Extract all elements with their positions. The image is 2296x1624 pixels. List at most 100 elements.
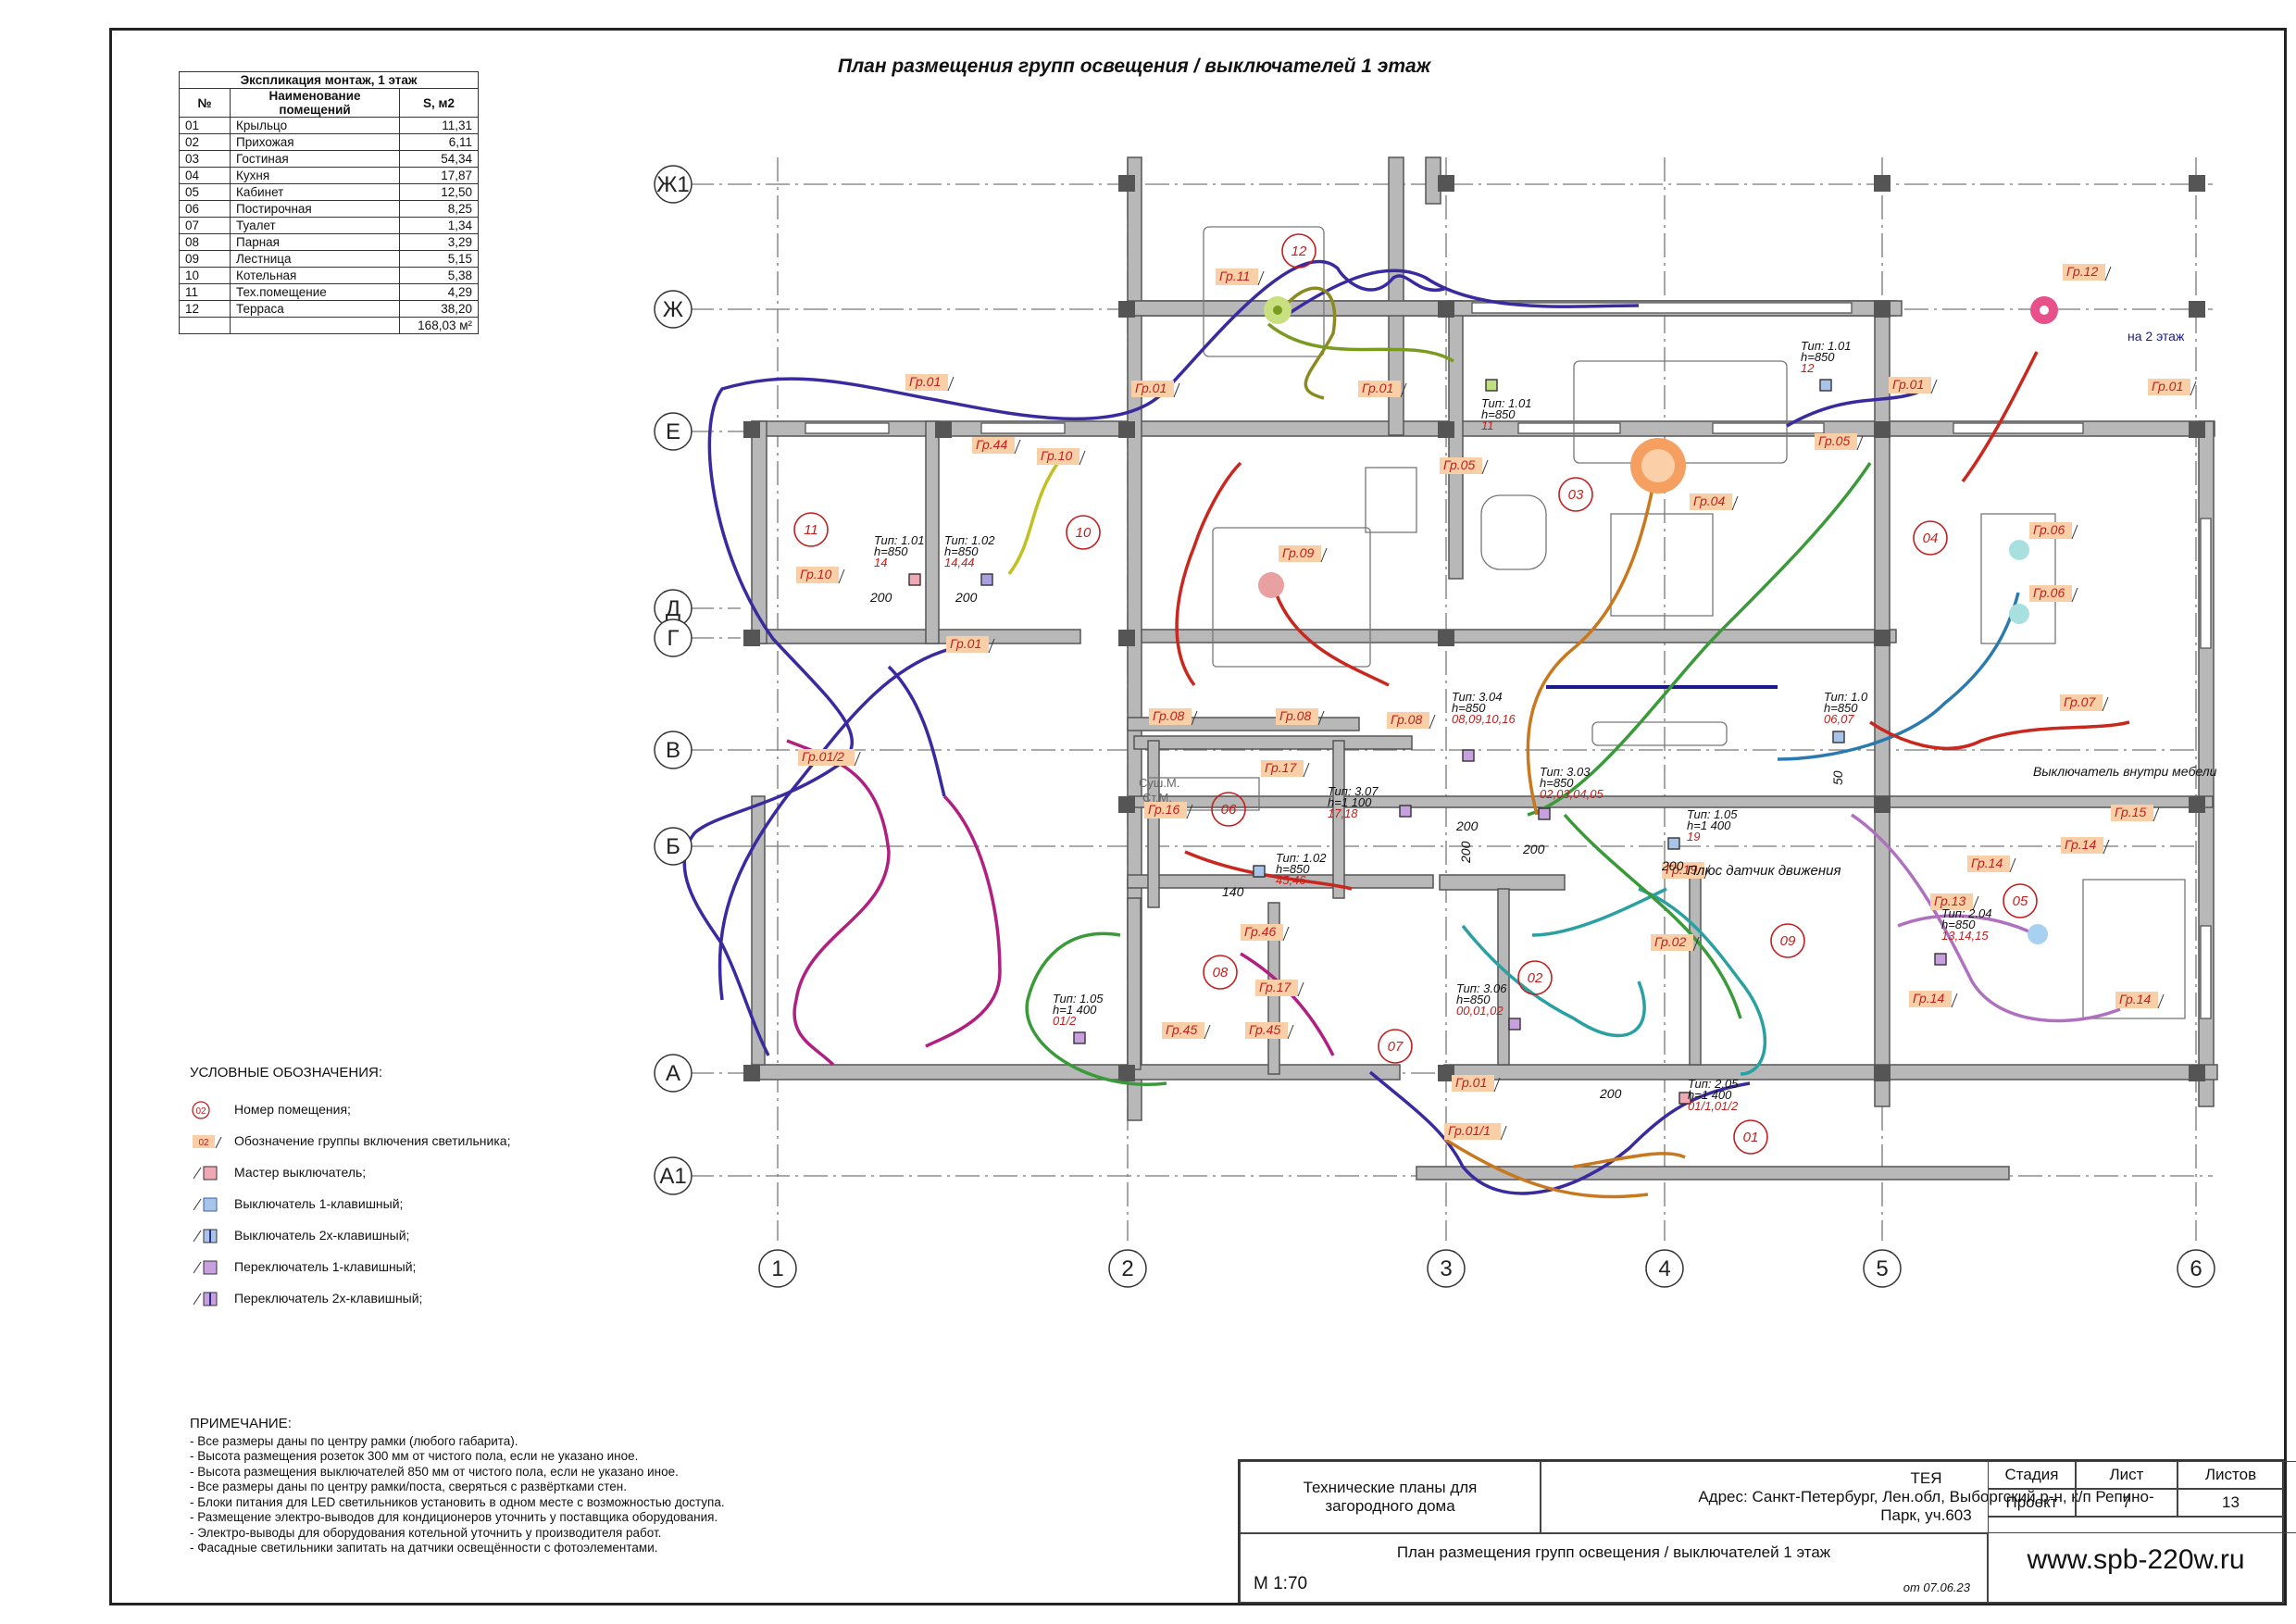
group-label-bg [1909, 991, 1952, 1007]
legend-group: 02 Обозначение группы включения светильн… [190, 1125, 510, 1156]
explication-area: 17,87 [399, 167, 479, 184]
switch-gr: 08,09,10,16 [1452, 712, 1516, 726]
group-label: Гр.44 [976, 437, 1007, 452]
switch-gr: 01/1,01/2 [1688, 1099, 1739, 1113]
switch-gr: 11 [1481, 418, 1494, 432]
svg-text:02: 02 [198, 1138, 209, 1148]
note-line: - Электро-выводы для оборудования котель… [190, 1525, 662, 1540]
axis-row-label: А1 [659, 1164, 686, 1189]
legend-switch-1: Выключатель 1-клавишный; [190, 1188, 510, 1219]
switch-h: h=850 [1824, 701, 1858, 715]
group-label: Гр.19 [1666, 862, 1697, 877]
room-markers [793, 233, 2038, 1155]
group-label-bg [1279, 545, 1321, 562]
group-label-leader [1320, 547, 1328, 563]
group-label: Гр.02 [1654, 934, 1686, 949]
group-label-bg [2063, 264, 2105, 281]
toggle-1key-icon [193, 1260, 218, 1275]
switch-h: h=850 [1481, 407, 1516, 421]
group-label-bg [946, 636, 989, 653]
switch-2key-icon [193, 1229, 218, 1243]
note-line: - Высота размещения выключателей 850 мм … [190, 1464, 679, 1479]
tb-sheet: 7 [2076, 1489, 2177, 1517]
group-label-bg [1889, 377, 1931, 394]
group-label-leader [1173, 382, 1180, 398]
group-label-leader [1014, 439, 1021, 455]
walls [751, 156, 2218, 1181]
group-label-bg [2111, 805, 2153, 821]
group-label: Гр.01 [1362, 381, 1393, 395]
axis-col-marker [1863, 1249, 1902, 1288]
dimension-label: 200 [1458, 841, 1473, 864]
tb-website: www.spb-220w.ru [1988, 1517, 2284, 1603]
dimension-label: 200 [1599, 1086, 1622, 1101]
group-label-leader [2104, 266, 2112, 281]
group-label: Гр.01 [950, 636, 981, 651]
room-number: 06 [1221, 802, 1237, 818]
group-label: Гр.14 [1971, 856, 2003, 870]
group-label: Гр.04 [1693, 493, 1725, 508]
switch-gr: 02,03,04,05 [1540, 787, 1603, 801]
legend-master-switch: Мастер выключатель; [190, 1156, 510, 1188]
inside-furniture-note: Выключатель внутри мебели [2033, 764, 2217, 779]
sheet-frame [109, 28, 2287, 1605]
note-line: - Блоки питания для LED светильников уст… [190, 1494, 725, 1509]
explication-name: Терраса [230, 300, 400, 318]
switch-type: Тип: 1.01 [1481, 396, 1531, 410]
group-label: Гр.01 [1455, 1075, 1487, 1090]
legend-text: Обозначение группы включения светильника… [234, 1133, 511, 1148]
group-label-leader [1692, 936, 1700, 952]
switch-h: h=1 400 [1053, 1003, 1097, 1017]
tb-date: от 07.06.23 [1903, 1580, 1970, 1594]
axis-row-label: Б [666, 834, 680, 859]
switch-h: h=850 [1801, 350, 1835, 364]
axis-row-label: А [666, 1061, 680, 1086]
group-label-bg [1276, 708, 1318, 725]
switch-type: Тип: 1.05 [1687, 807, 1738, 821]
switch-type: Тип: 1.0 [1824, 690, 1868, 704]
room-number: 03 [1568, 487, 1584, 503]
axis-col-label: 6 [2190, 1256, 2202, 1281]
switch-type: Тип: 1.02 [944, 533, 995, 547]
group-label: Гр.01 [2152, 379, 2183, 394]
group-label-bg [972, 437, 1015, 454]
group-label: Гр.45 [1166, 1022, 1197, 1037]
group-label-bg [2148, 379, 2190, 395]
group-label-leader [1303, 762, 1310, 778]
switch-h: h=850 [874, 544, 908, 558]
room-number: 10 [1076, 525, 1092, 541]
upstairs-note: на 2 этаж [2128, 329, 2185, 344]
legend-toggle-1: Переключатель 1-клавишный; [190, 1251, 510, 1282]
switch-h: h=850 [1452, 701, 1486, 715]
group-label-leader [854, 751, 861, 767]
group-label-bg [1452, 1075, 1494, 1092]
room-number: 01 [1743, 1130, 1759, 1145]
group-label-leader [2071, 587, 2078, 603]
legend-room-number: 02 Номер помещения; [190, 1093, 510, 1125]
tb-scale: М 1:70 [1254, 1574, 1308, 1593]
group-label-leader [1204, 1024, 1211, 1040]
axis-col-label: 5 [1876, 1256, 1888, 1281]
group-label-leader [1972, 895, 1979, 911]
group-label: Гр.15 [2115, 805, 2146, 819]
group-label-bg [1255, 980, 1298, 996]
switch-type: Тип: 1.01 [874, 533, 924, 547]
group-label-leader [1287, 1024, 1294, 1040]
switch-h: h=1 400 [1688, 1088, 1732, 1102]
axis-row-marker [654, 290, 693, 329]
room-number: 09 [1780, 933, 1796, 949]
group-label-leader [1317, 710, 1325, 726]
note-line: - Размещение электро-выводов для кондици… [190, 1510, 718, 1524]
washer-label: Ст.М. [1142, 791, 1172, 805]
master-switch-icon [193, 1166, 218, 1181]
note-line: - Все размеры даны по центру рамки/поста… [190, 1480, 627, 1493]
room-number-symbol: 02 [192, 1101, 210, 1119]
switch-type: Тип: 1.01 [1801, 339, 1851, 353]
group-label-bg [1662, 862, 1704, 879]
group-label-leader [2103, 839, 2110, 855]
group-label-bg [1358, 381, 1401, 397]
